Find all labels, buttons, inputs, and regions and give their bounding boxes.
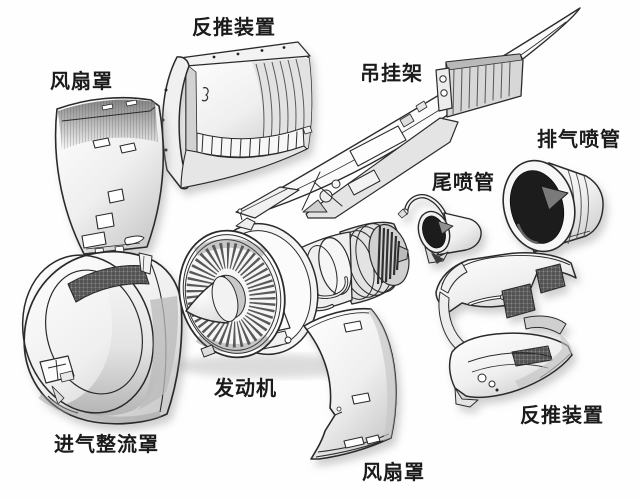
tail-nozzle-drawing [397,194,482,264]
label-fan-cowl-upper: 风扇罩 [50,69,113,93]
label-thrust-reverser-upper: 反推装置 [192,15,276,39]
label-inlet-cowl: 进气整流罩 [54,432,159,456]
exhaust-nozzle-drawing [502,159,604,253]
inlet-cowl-drawing [21,250,183,425]
fan-cowl-upper-drawing [54,96,164,256]
label-tail-nozzle: 尾喷管 [432,170,495,194]
label-thrust-reverser-lower: 反推装置 [520,403,604,427]
label-pylon: 吊挂架 [360,61,423,85]
pylon-drawing [235,7,581,219]
label-fan-cowl-lower: 风扇罩 [362,460,425,484]
engine-core-drawing [175,208,410,378]
thrust-reverser-upper-drawing [161,41,313,190]
fan-cowl-lower-drawing [303,307,397,460]
label-engine: 发动机 [214,376,277,400]
label-exhaust-nozzle: 排气喷管 [537,127,621,151]
thrust-reverser-lower-drawing [435,252,577,408]
